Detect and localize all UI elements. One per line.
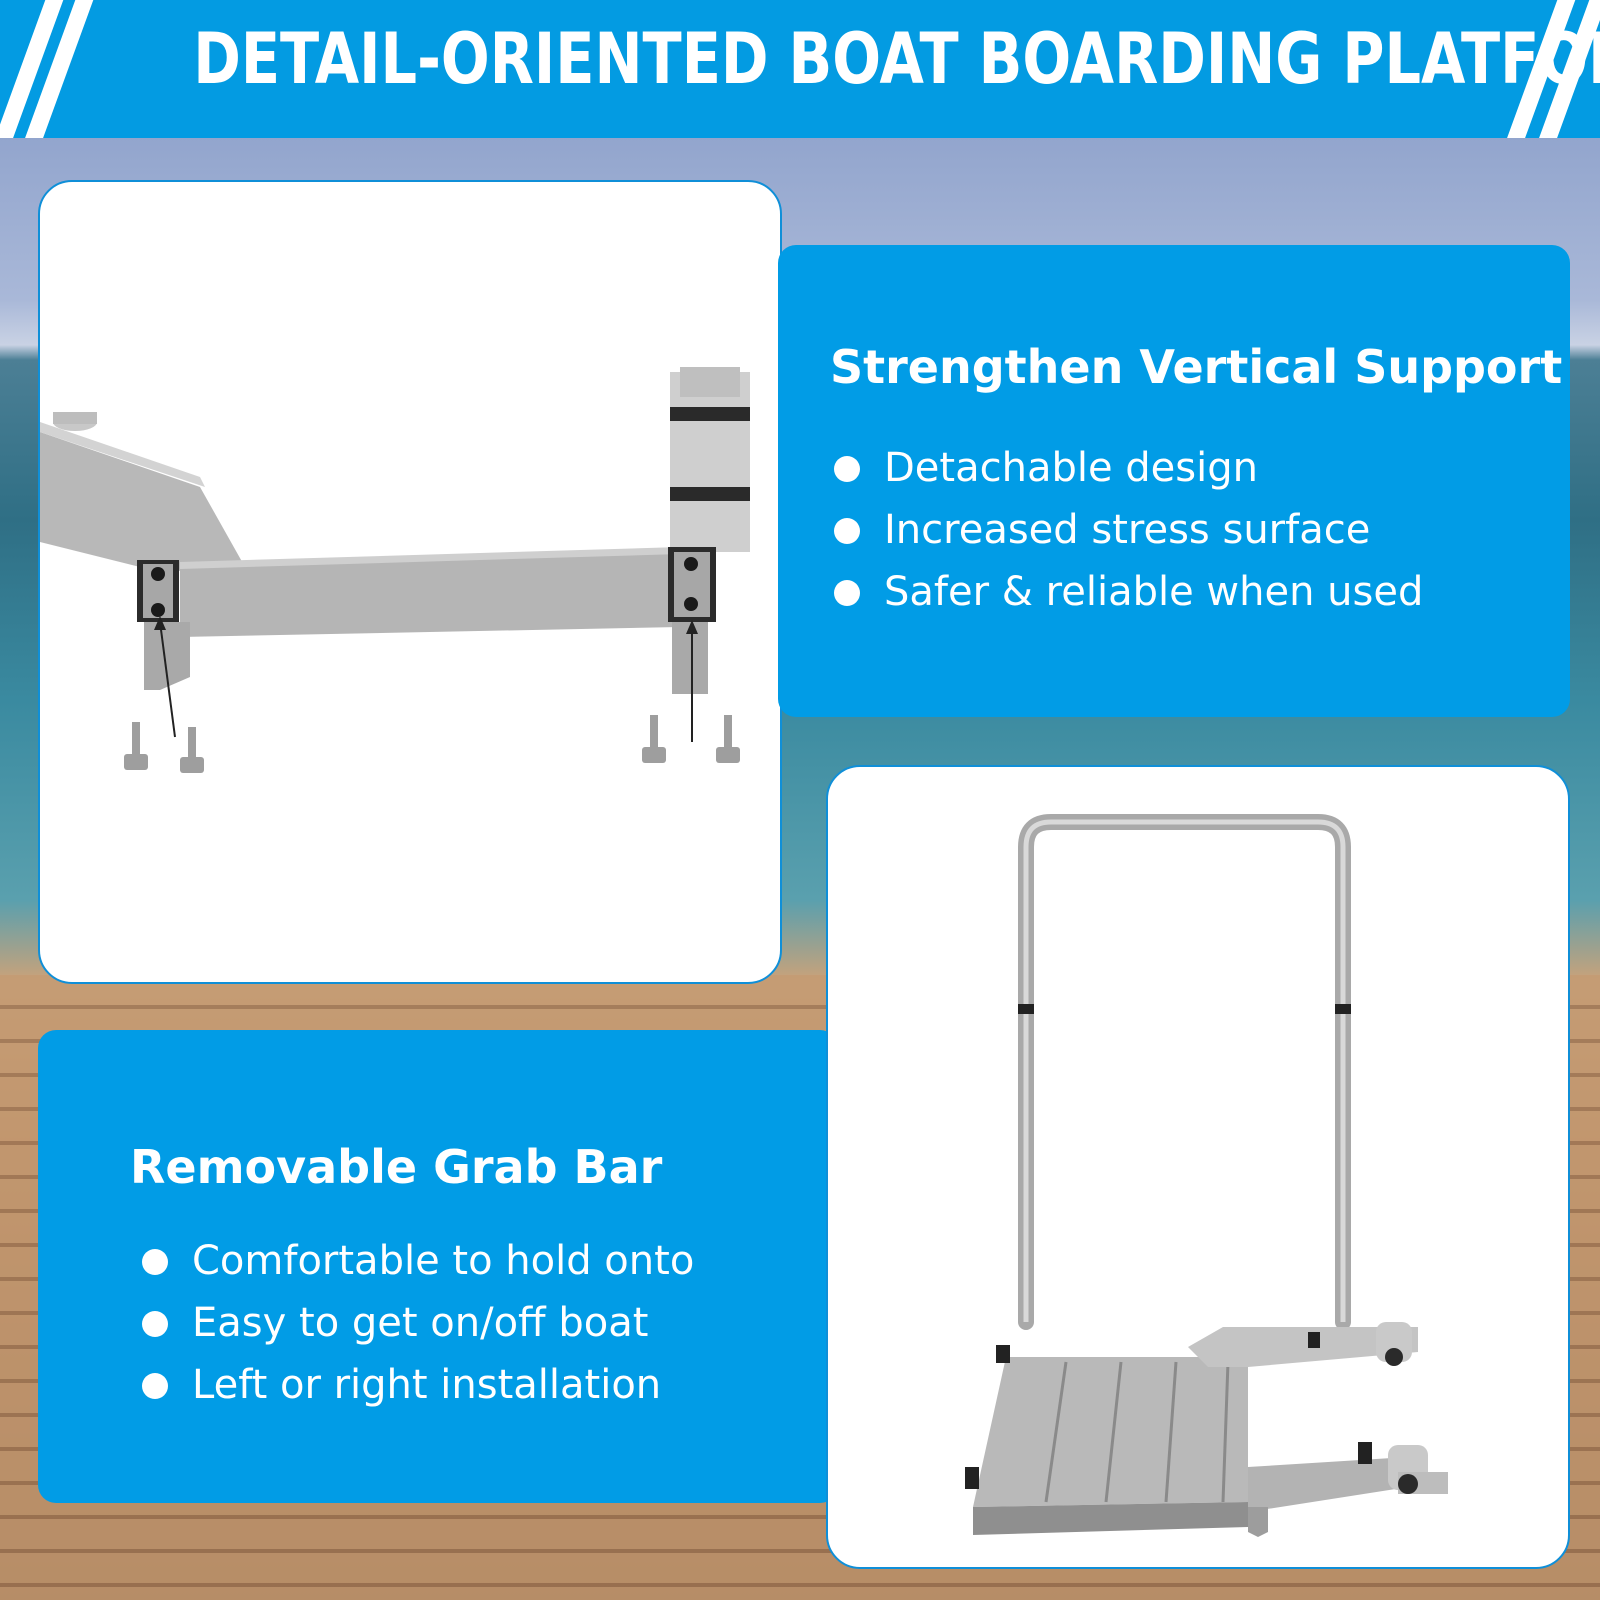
bolt-3	[650, 715, 658, 749]
bullet-text: Easy to get on/off boat	[192, 1300, 649, 1346]
upper-mount-tube	[1376, 1322, 1412, 1362]
feature-list-support: Detachable design Increased stress surfa…	[830, 437, 1423, 623]
post-socket-1	[996, 1345, 1010, 1363]
list-item: Left or right installation	[138, 1354, 694, 1416]
grab-bar	[1018, 814, 1351, 1330]
feature-title-support: Strengthen Vertical Support	[830, 340, 1563, 394]
slat-line-3	[1164, 1361, 1178, 1503]
bolt-1	[132, 722, 140, 756]
platform-lower-arm	[1248, 1457, 1408, 1512]
bolt-4-head	[716, 747, 740, 763]
bullet-text: Comfortable to hold onto	[192, 1238, 695, 1284]
crossbar	[180, 552, 680, 637]
left-arm	[40, 432, 245, 572]
bullet-text: Safer & reliable when used	[884, 569, 1424, 615]
page-title: DETAIL-ORIENTED BOAT BOARDING PLATFORM	[193, 18, 1600, 100]
bolt-1-head	[124, 754, 148, 770]
right-tube-band-bottom	[670, 487, 750, 501]
left-arm-top	[40, 422, 205, 487]
support-leg	[1248, 1507, 1268, 1537]
platform-upper-arm	[1188, 1327, 1418, 1367]
feature-panel-grab-bar: Removable Grab Bar Comfortable to hold o…	[38, 1030, 838, 1503]
bolt-3-head	[642, 747, 666, 763]
list-item: Comfortable to hold onto	[138, 1230, 694, 1292]
bolt-2-head	[180, 757, 204, 773]
grab-bar-highlight	[1023, 819, 1346, 1322]
right-tube-band-top	[670, 407, 750, 421]
bullet-dot-icon	[834, 456, 860, 482]
crossbar-top	[180, 547, 680, 569]
bullet-dot-icon	[834, 518, 860, 544]
list-item: Increased stress surface	[830, 499, 1423, 561]
header-banner: DETAIL-ORIENTED BOAT BOARDING PLATFORM	[0, 0, 1600, 138]
feature-title-grab-bar: Removable Grab Bar	[130, 1140, 663, 1194]
grab-bar-band-right	[1335, 1004, 1351, 1014]
feature-panel-support: Strengthen Vertical Support Detachable d…	[778, 245, 1570, 717]
bullet-text: Left or right installation	[192, 1362, 662, 1408]
right-tube-top	[680, 367, 740, 397]
support-closeup-card	[38, 180, 782, 984]
loose-bolts	[124, 715, 740, 773]
grab-bar-platform-illustration	[965, 814, 1448, 1537]
right-tube-housing	[670, 372, 750, 552]
right-arrow-head	[686, 620, 698, 634]
right-bolt-hole-top	[684, 557, 698, 571]
lower-mount-hole	[1398, 1474, 1418, 1494]
list-item: Detachable design	[830, 437, 1423, 499]
slat-line-1	[1044, 1361, 1068, 1503]
bolt-4	[724, 715, 732, 749]
post-socket-2	[1308, 1332, 1320, 1348]
deck-slats	[1044, 1361, 1230, 1503]
post-socket-4	[1358, 1442, 1372, 1464]
right-bolt-hole-bottom	[684, 597, 698, 611]
feature-list-grab-bar: Comfortable to hold onto Easy to get on/…	[138, 1230, 694, 1416]
post-socket-3	[965, 1467, 979, 1489]
grab-bar-band-left	[1018, 1004, 1034, 1014]
list-item: Easy to get on/off boat	[138, 1292, 694, 1354]
platform-deck-edge	[973, 1502, 1248, 1535]
slat-line-4	[1221, 1361, 1230, 1503]
left-post	[53, 412, 97, 424]
bullet-dot-icon	[142, 1373, 168, 1399]
bullet-dot-icon	[142, 1249, 168, 1275]
bolt-2	[188, 727, 196, 759]
left-bolt-hole-top	[151, 567, 165, 581]
bullet-text: Increased stress surface	[884, 507, 1371, 553]
support-bracket-closeup-illustration	[40, 367, 750, 773]
bullet-dot-icon	[142, 1311, 168, 1337]
slat-line-2	[1104, 1361, 1123, 1503]
grab-bar-card	[826, 765, 1570, 1569]
bullet-text: Detachable design	[884, 445, 1258, 491]
bullet-dot-icon	[834, 580, 860, 606]
left-bolt-hole-bottom	[151, 603, 165, 617]
left-leg	[144, 622, 190, 690]
left-arrow	[159, 621, 176, 738]
upper-mount-hole	[1385, 1348, 1403, 1366]
list-item: Safer & reliable when used	[830, 561, 1423, 623]
left-arrow-head	[154, 616, 166, 630]
platform-deck	[973, 1357, 1248, 1507]
